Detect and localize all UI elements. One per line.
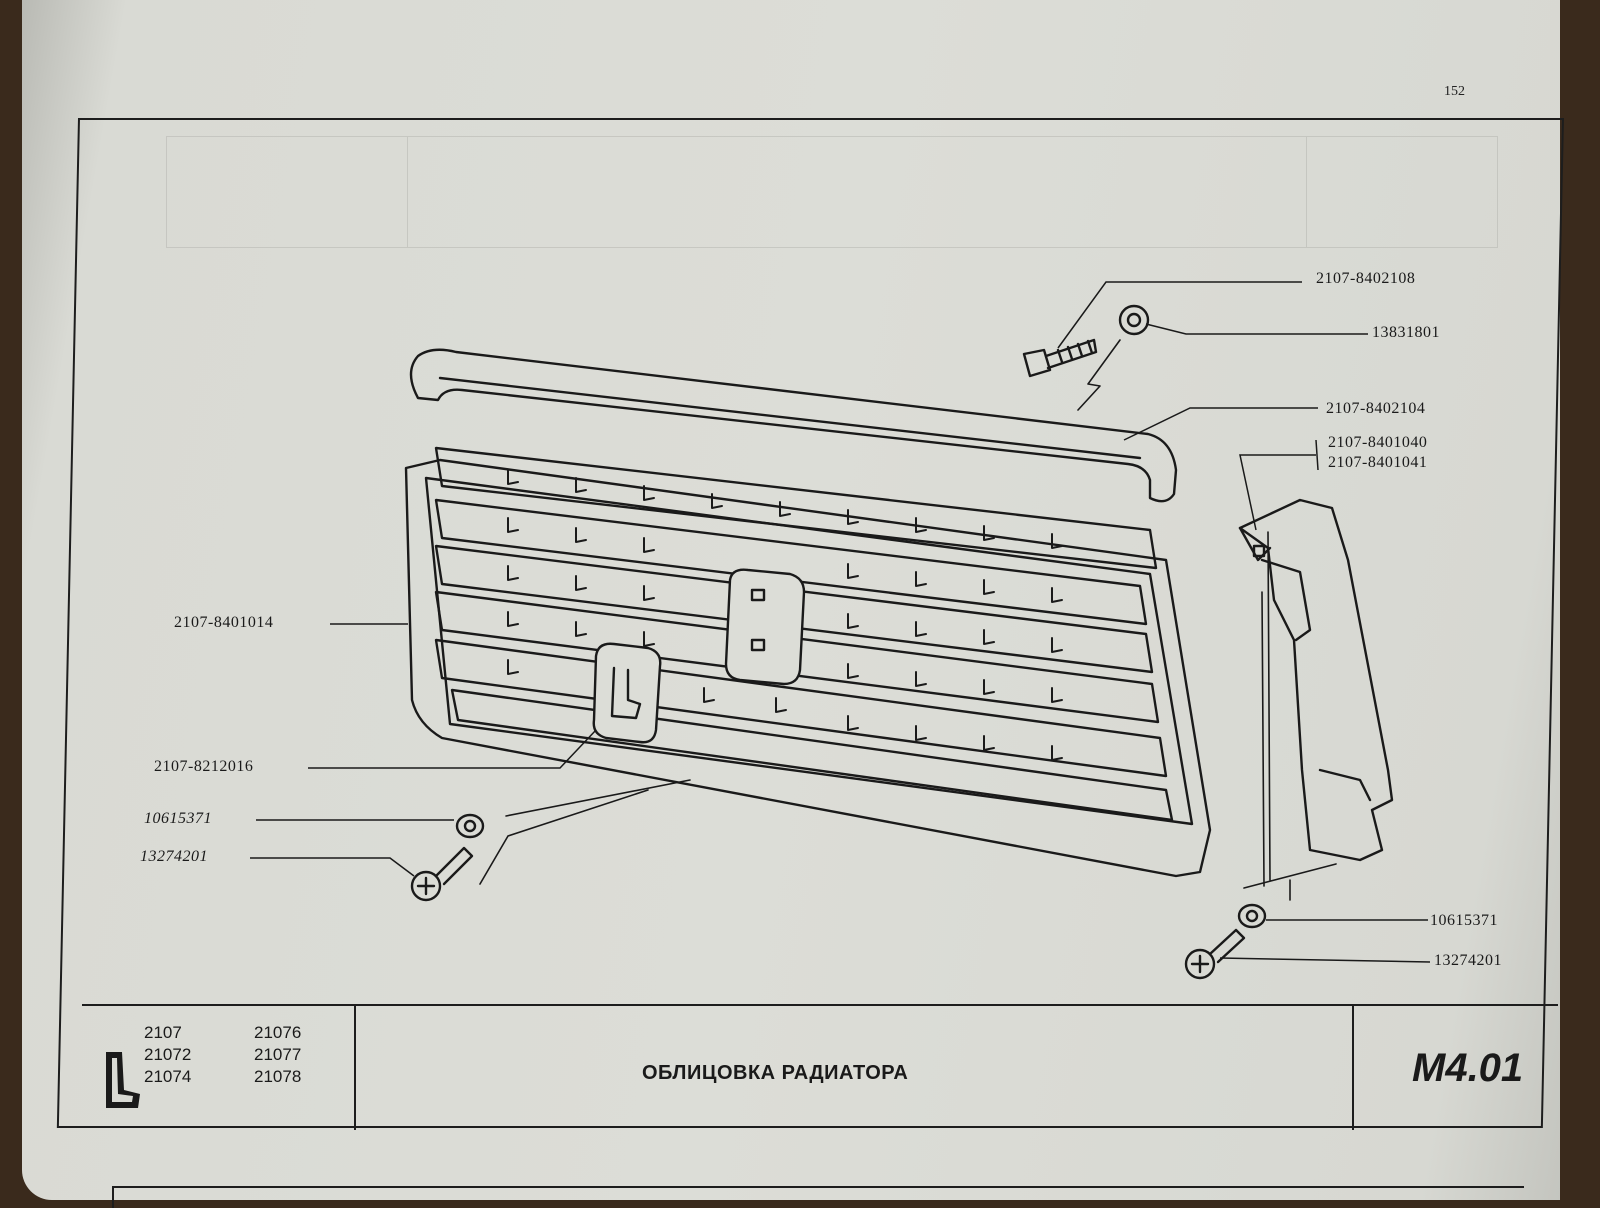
model-code: 2107 [144,1023,182,1042]
model-code: 21074 [144,1067,192,1086]
title-block-divider [354,1006,356,1130]
title-block: 2107 21072 21074 21076 21077 21078 ОБЛИЦ… [82,1004,1558,1130]
model-code: 21072 [144,1045,192,1064]
lada-logo-icon [106,1052,140,1108]
callout-label: 13831801 [1372,324,1440,341]
callout-label: 2107-8401014 [174,614,274,631]
callout-label: 10615371 [144,810,212,827]
callout-label: 10615371 [1430,912,1498,929]
model-code: 21078 [254,1067,302,1086]
emblem-badge-drawing [592,642,662,744]
model-list-col1: 2107 21072 21074 [144,1022,191,1088]
side-bracket-drawing [1238,498,1394,862]
top-moulding-drawing [409,348,1178,503]
assembly-lines [479,339,1337,901]
center-latch-drawing [724,568,806,686]
model-list-col2: 21076 21077 21078 [254,1022,301,1088]
title-block-divider [1352,1006,1354,1130]
nut-13831801-drawing [1118,304,1150,336]
callout-label: 13274201 [140,848,208,865]
page-number: 152 [1444,84,1465,99]
grille-frame-drawing [404,446,1212,878]
section-code: M4.01 [1412,1046,1524,1090]
callout-label: 13274201 [1434,952,1502,969]
callout-label: 2107-8212016 [154,758,254,775]
leader-lines [250,281,1431,963]
callout-label: 2107-8401041 [1328,454,1428,471]
washer-right-drawing [1237,903,1267,929]
section-title: ОБЛИЦОВКА РАДИАТОРА [642,1062,909,1084]
callout-label: 2107-8401040 [1328,434,1428,451]
callout-label: 2107-8402104 [1326,400,1426,417]
screw-right-drawing [1184,928,1246,980]
model-code: 21076 [254,1023,302,1042]
bolt-8402108-drawing [1022,338,1098,378]
washer-left-drawing [455,813,485,839]
model-code: 21077 [254,1045,302,1064]
callout-label: 2107-8402108 [1316,270,1416,287]
bleed-through-ghost [166,136,1498,248]
grille-ribs-drawing [507,469,1063,761]
next-page-frame-edge [112,1186,1524,1208]
screw-left-drawing [410,846,474,902]
